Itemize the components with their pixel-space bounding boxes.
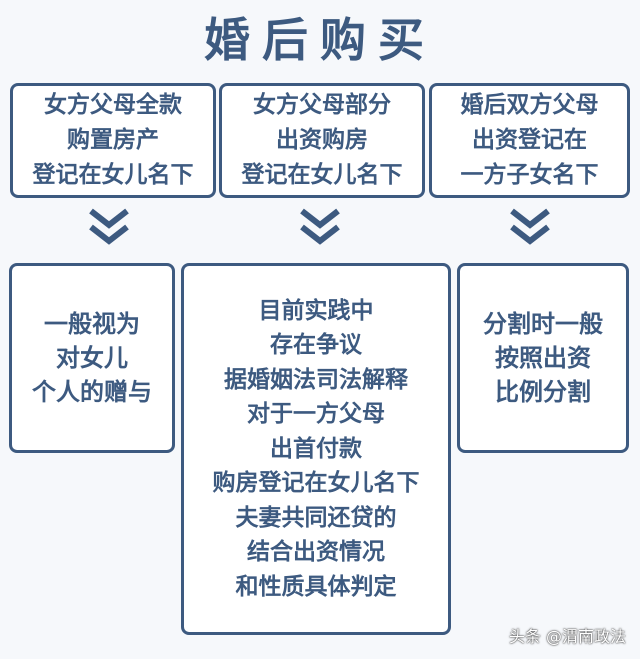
outcome-3-line-3: 比例分割 — [495, 378, 591, 406]
outcome-box-3: 分割时一般 按照出资 比例分割 — [457, 263, 629, 453]
outcome-1-line-3: 个人的赠与 — [32, 378, 152, 406]
outcome-3-line-1: 分割时一般 — [483, 310, 603, 338]
outcome-3-line-2: 按照出资 — [495, 344, 591, 372]
scenario-3-line-2: 出资登记在 — [472, 127, 587, 153]
double-chevron-down-icon — [510, 208, 550, 245]
scenario-3-line-1: 婚后双方父母 — [460, 92, 599, 118]
outcome-2-line-5: 出首付款 — [270, 435, 362, 462]
outcome-2-line-1: 目前实践中 — [258, 297, 374, 324]
scenario-2-line-1: 女方父母部分 — [253, 92, 391, 118]
scenario-1-line-3: 登记在女儿名下 — [32, 162, 194, 188]
outcome-1-line-1: 一般视为 — [44, 310, 140, 338]
scenario-2-line-3: 登记在女儿名下 — [241, 162, 403, 188]
outcome-1-line-2: 对女儿 — [56, 344, 128, 372]
scenario-box-3: 婚后双方父母 出资登记在 一方子女名下 — [429, 83, 630, 198]
double-chevron-down-icon — [89, 208, 129, 245]
scenario-3-line-3: 一方子女名下 — [460, 162, 599, 188]
diagram-title: 婚后购买 — [204, 13, 436, 67]
outcome-2-line-2: 存在争议 — [270, 332, 362, 359]
outcome-2-line-9: 和性质具体判定 — [235, 573, 397, 600]
scenario-box-2: 女方父母部分 出资购房 登记在女儿名下 — [219, 83, 425, 198]
scenario-1-line-1: 女方父母全款 — [44, 92, 182, 118]
outcome-2-line-6: 购房登记在女儿名下 — [212, 470, 420, 497]
scenario-box-1: 女方父母全款 购置房产 登记在女儿名下 — [10, 83, 216, 198]
outcome-2-line-7: 夫妻共同还贷的 — [235, 504, 397, 531]
scenario-2-line-2: 出资购房 — [276, 127, 368, 153]
outcome-box-2: 目前实践中 存在争议 据婚姻法司法解释 对于一方父母 出首付款 购房登记在女儿名… — [181, 263, 451, 635]
double-chevron-down-icon — [300, 208, 340, 245]
outcome-2-line-8: 结合出资情况 — [247, 539, 385, 566]
outcome-2-line-3: 据婚姻法司法解释 — [224, 366, 408, 393]
watermark: 头条 @渭南政法 — [508, 627, 626, 646]
scenario-1-line-2: 购置房产 — [67, 127, 159, 153]
outcome-2-line-4: 对于一方父母 — [247, 401, 385, 428]
outcome-box-1: 一般视为 对女儿 个人的赠与 — [9, 263, 175, 453]
